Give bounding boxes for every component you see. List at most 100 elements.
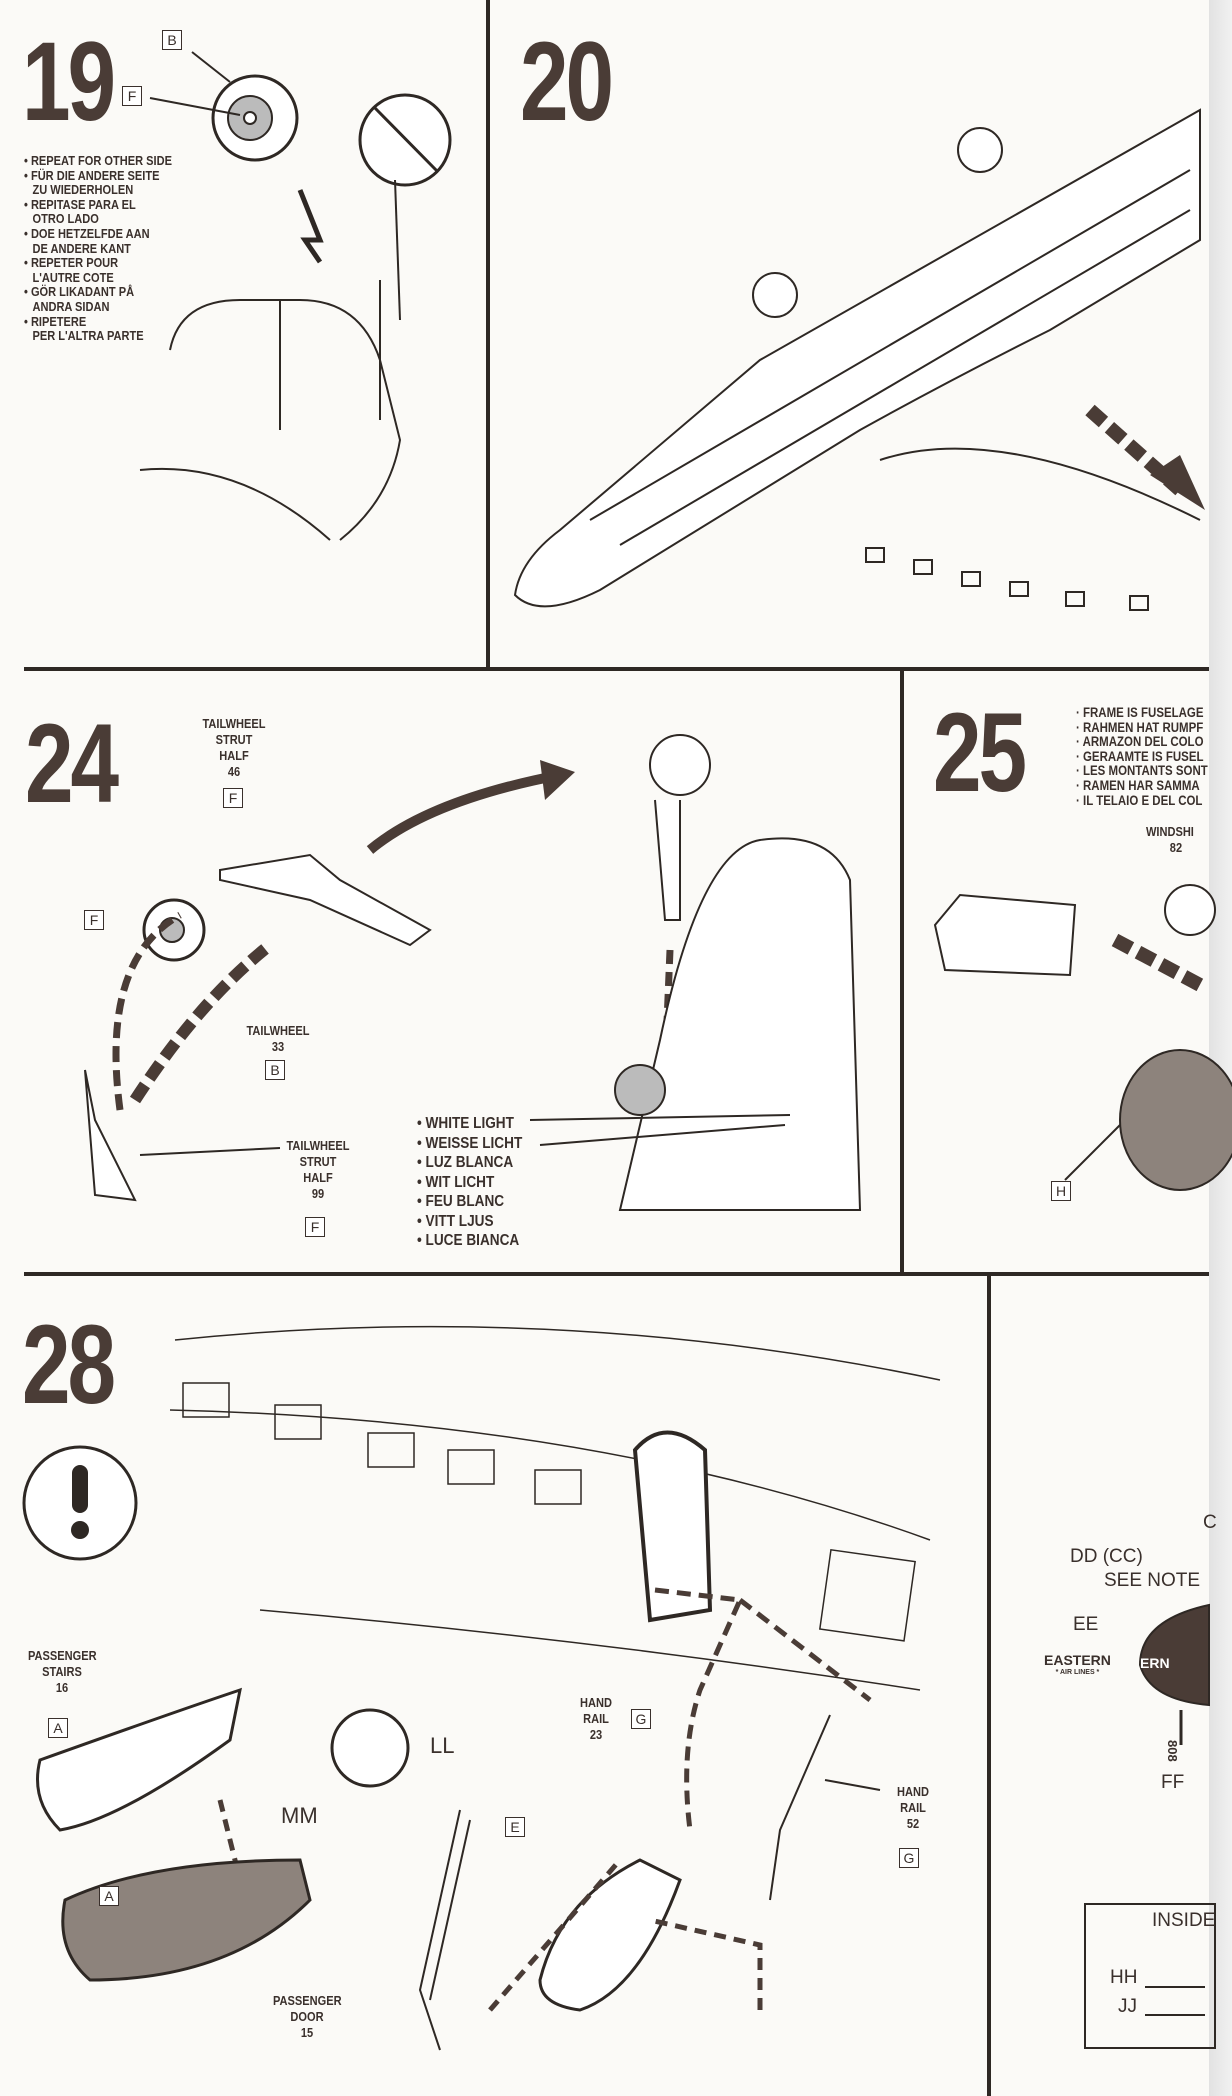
note-line: · RAHMEN HAT RUMPF — [1076, 719, 1204, 735]
note-line: • WEISSE LICHT — [417, 1134, 523, 1152]
note-line: · RAMEN HAR SAMMA — [1076, 777, 1200, 793]
label-line: 15 — [300, 2025, 314, 2040]
label-ee: EE — [1073, 1614, 1099, 1635]
label-line: HAND — [897, 1784, 929, 1799]
label-jj: JJ — [1118, 1996, 1137, 2017]
label-line: HALF — [219, 748, 249, 763]
part-tree-a: A — [48, 1718, 68, 1738]
page-edge — [1209, 0, 1232, 2096]
note-line: • REPETER POUR — [24, 255, 119, 271]
note-line: • REPEAT FOR OTHER SIDE — [24, 153, 172, 168]
label-line: TAILWHEEL — [286, 1138, 350, 1153]
label-line: 16 — [55, 1680, 69, 1695]
note-line: L'AUTRE COTE — [32, 269, 114, 285]
label-line: 23 — [589, 1727, 603, 1742]
label-ff: FF — [1161, 1772, 1185, 1793]
label-mm: MM — [281, 1803, 318, 1828]
label-line: TAILWHEEL — [246, 1023, 310, 1038]
note-line: • VITT LJUS — [417, 1212, 494, 1230]
label-line: 46 — [227, 764, 241, 779]
registration-808: 808 — [1165, 1740, 1180, 1762]
note-line: PER L'ALTRA PARTE — [32, 328, 144, 344]
note-line: • GÖR LIKADANT PÅ — [24, 284, 135, 300]
part-tree-f: F — [122, 86, 142, 106]
caution-icon — [22, 1445, 138, 1561]
note-line: • LUZ BLANCA — [417, 1154, 514, 1171]
part-tree-g: G — [631, 1709, 651, 1729]
nose-decal-text: ERN — [1140, 1655, 1170, 1671]
label-hand-rail-23: HAND RAIL 23 — [572, 1695, 620, 1743]
note-line: · IL TELAIO E DEL COL — [1076, 792, 1203, 808]
step-number-20: 20 — [520, 19, 614, 144]
note-line: · FRAME IS FUSELAGE — [1076, 706, 1204, 720]
label-tailwheel-33: TAILWHEEL 33 — [244, 1023, 312, 1055]
label-line: 99 — [311, 1186, 325, 1201]
note-line: • WHITE LIGHT — [417, 1115, 514, 1132]
label-line: PASSENGER — [273, 1993, 342, 2008]
label-strut-99: TAILWHEEL STRUT HALF 99 — [284, 1138, 352, 1202]
note-line: · GERAAMTE IS FUSEL — [1076, 748, 1204, 764]
step-number-25: 25 — [933, 690, 1027, 815]
note-line: • WIT LICHT — [417, 1173, 495, 1191]
note-line: · ARMAZON DEL COLO — [1076, 734, 1204, 750]
step-number-24: 24 — [25, 701, 119, 826]
label-passenger-door-15: PASSENGER DOOR 15 — [273, 1993, 342, 2041]
divider — [987, 1275, 991, 2096]
label-inside: INSIDE — [1152, 1910, 1216, 1931]
label-line: DOOR — [290, 2009, 324, 2024]
label-line: 33 — [271, 1039, 285, 1054]
label-line: HALF — [303, 1170, 333, 1185]
label-c: C — [1203, 1512, 1217, 1533]
label-dd-cc: DD (CC) — [1070, 1546, 1143, 1567]
label-line: HAND — [580, 1695, 612, 1710]
note-line: DE ANDERE KANT — [32, 240, 131, 256]
label-line: STRUT — [215, 732, 253, 747]
eastern-logo: EASTERN * AIR LINES * — [1044, 1652, 1111, 1677]
part-tree-b: B — [162, 30, 182, 50]
label-line: 52 — [906, 1816, 920, 1831]
divider — [900, 670, 904, 1275]
note-line: • FEU BLANC — [417, 1193, 505, 1210]
step25-notes: · FRAME IS FUSELAGE · RAHMEN HAT RUMPF ·… — [1076, 706, 1208, 808]
note-line: • LUCE BIANCA — [417, 1232, 520, 1249]
note-line: • REPITASE PARA EL — [24, 196, 136, 212]
label-passenger-stairs-16: PASSENGER STAIRS 16 — [28, 1648, 97, 1696]
nose-decal — [1138, 1603, 1210, 1707]
fuselage-drawing — [169, 1325, 941, 1691]
label-line: WINDSHI — [1146, 824, 1194, 839]
note-line: OTRO LADO — [32, 211, 99, 227]
divider — [24, 667, 1209, 671]
part-tree-f: F — [305, 1217, 325, 1237]
label-line: RAIL — [583, 1711, 609, 1726]
divider — [24, 1272, 1209, 1276]
airlines-text: * AIR LINES * — [1055, 1669, 1100, 1676]
direction-arrow — [1085, 404, 1185, 496]
tail-fin — [618, 837, 862, 1211]
label-line: RAIL — [900, 1800, 926, 1815]
step19-notes: • REPEAT FOR OTHER SIDE • FÜR DIE ANDERE… — [24, 153, 172, 344]
note-line: ZU WIEDERHOLEN — [32, 182, 134, 198]
label-line: PASSENGER — [28, 1648, 97, 1663]
label-see-note: SEE NOTE — [1104, 1570, 1201, 1591]
eastern-text: EASTERN — [1044, 1652, 1111, 1668]
note-line: • FÜR DIE ANDERE SEITE — [24, 167, 160, 183]
label-strut-46: TAILWHEEL STRUT HALF 46 — [200, 716, 268, 780]
label-line: TAILWHEEL — [202, 716, 266, 731]
prohibited-icon — [358, 93, 452, 187]
label-hand-rail-52: HAND RAIL 52 — [889, 1784, 937, 1832]
part-tree-a: A — [99, 1886, 119, 1906]
wing-drawing — [513, 108, 1201, 608]
white-light-notes: • WHITE LIGHT • WEISSE LICHT • LUZ BLANC… — [417, 1114, 522, 1251]
label-ll: LL — [430, 1733, 455, 1758]
part-tree-f: F — [223, 788, 243, 808]
label-hh: HH — [1110, 1967, 1138, 1988]
step-number-28: 28 — [22, 1302, 116, 1427]
note-line: · LES MONTANTS SONT — [1076, 763, 1208, 779]
part-tree-g: G — [899, 1848, 919, 1868]
label-line: 82 — [1169, 840, 1183, 855]
part-tree-e: E — [505, 1817, 525, 1837]
part-tree-b: B — [265, 1060, 285, 1080]
divider — [486, 0, 490, 670]
part-tree-f: F — [84, 910, 104, 930]
